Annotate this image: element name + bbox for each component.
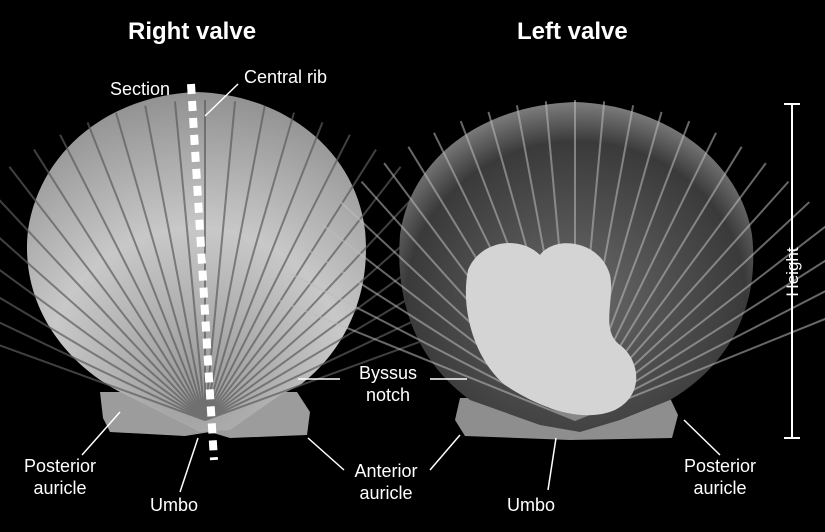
left-valve-title: Left valve [517,18,628,46]
posterior-auricle-left-label: Posterior auricle [674,455,766,499]
umbo-right-label: Umbo [150,494,198,516]
posterior-auricle-right-label: Posterior auricle [14,455,106,499]
central-rib-label: Central rib [244,66,327,88]
height-label: Height [783,247,803,296]
right-valve-title: Right valve [128,18,256,46]
section-label: Section [110,78,170,100]
anterior-auricle-label: Anterior auricle [344,460,428,504]
umbo-left-label: Umbo [507,494,555,516]
byssus-notch-label: Byssus notch [348,362,428,406]
